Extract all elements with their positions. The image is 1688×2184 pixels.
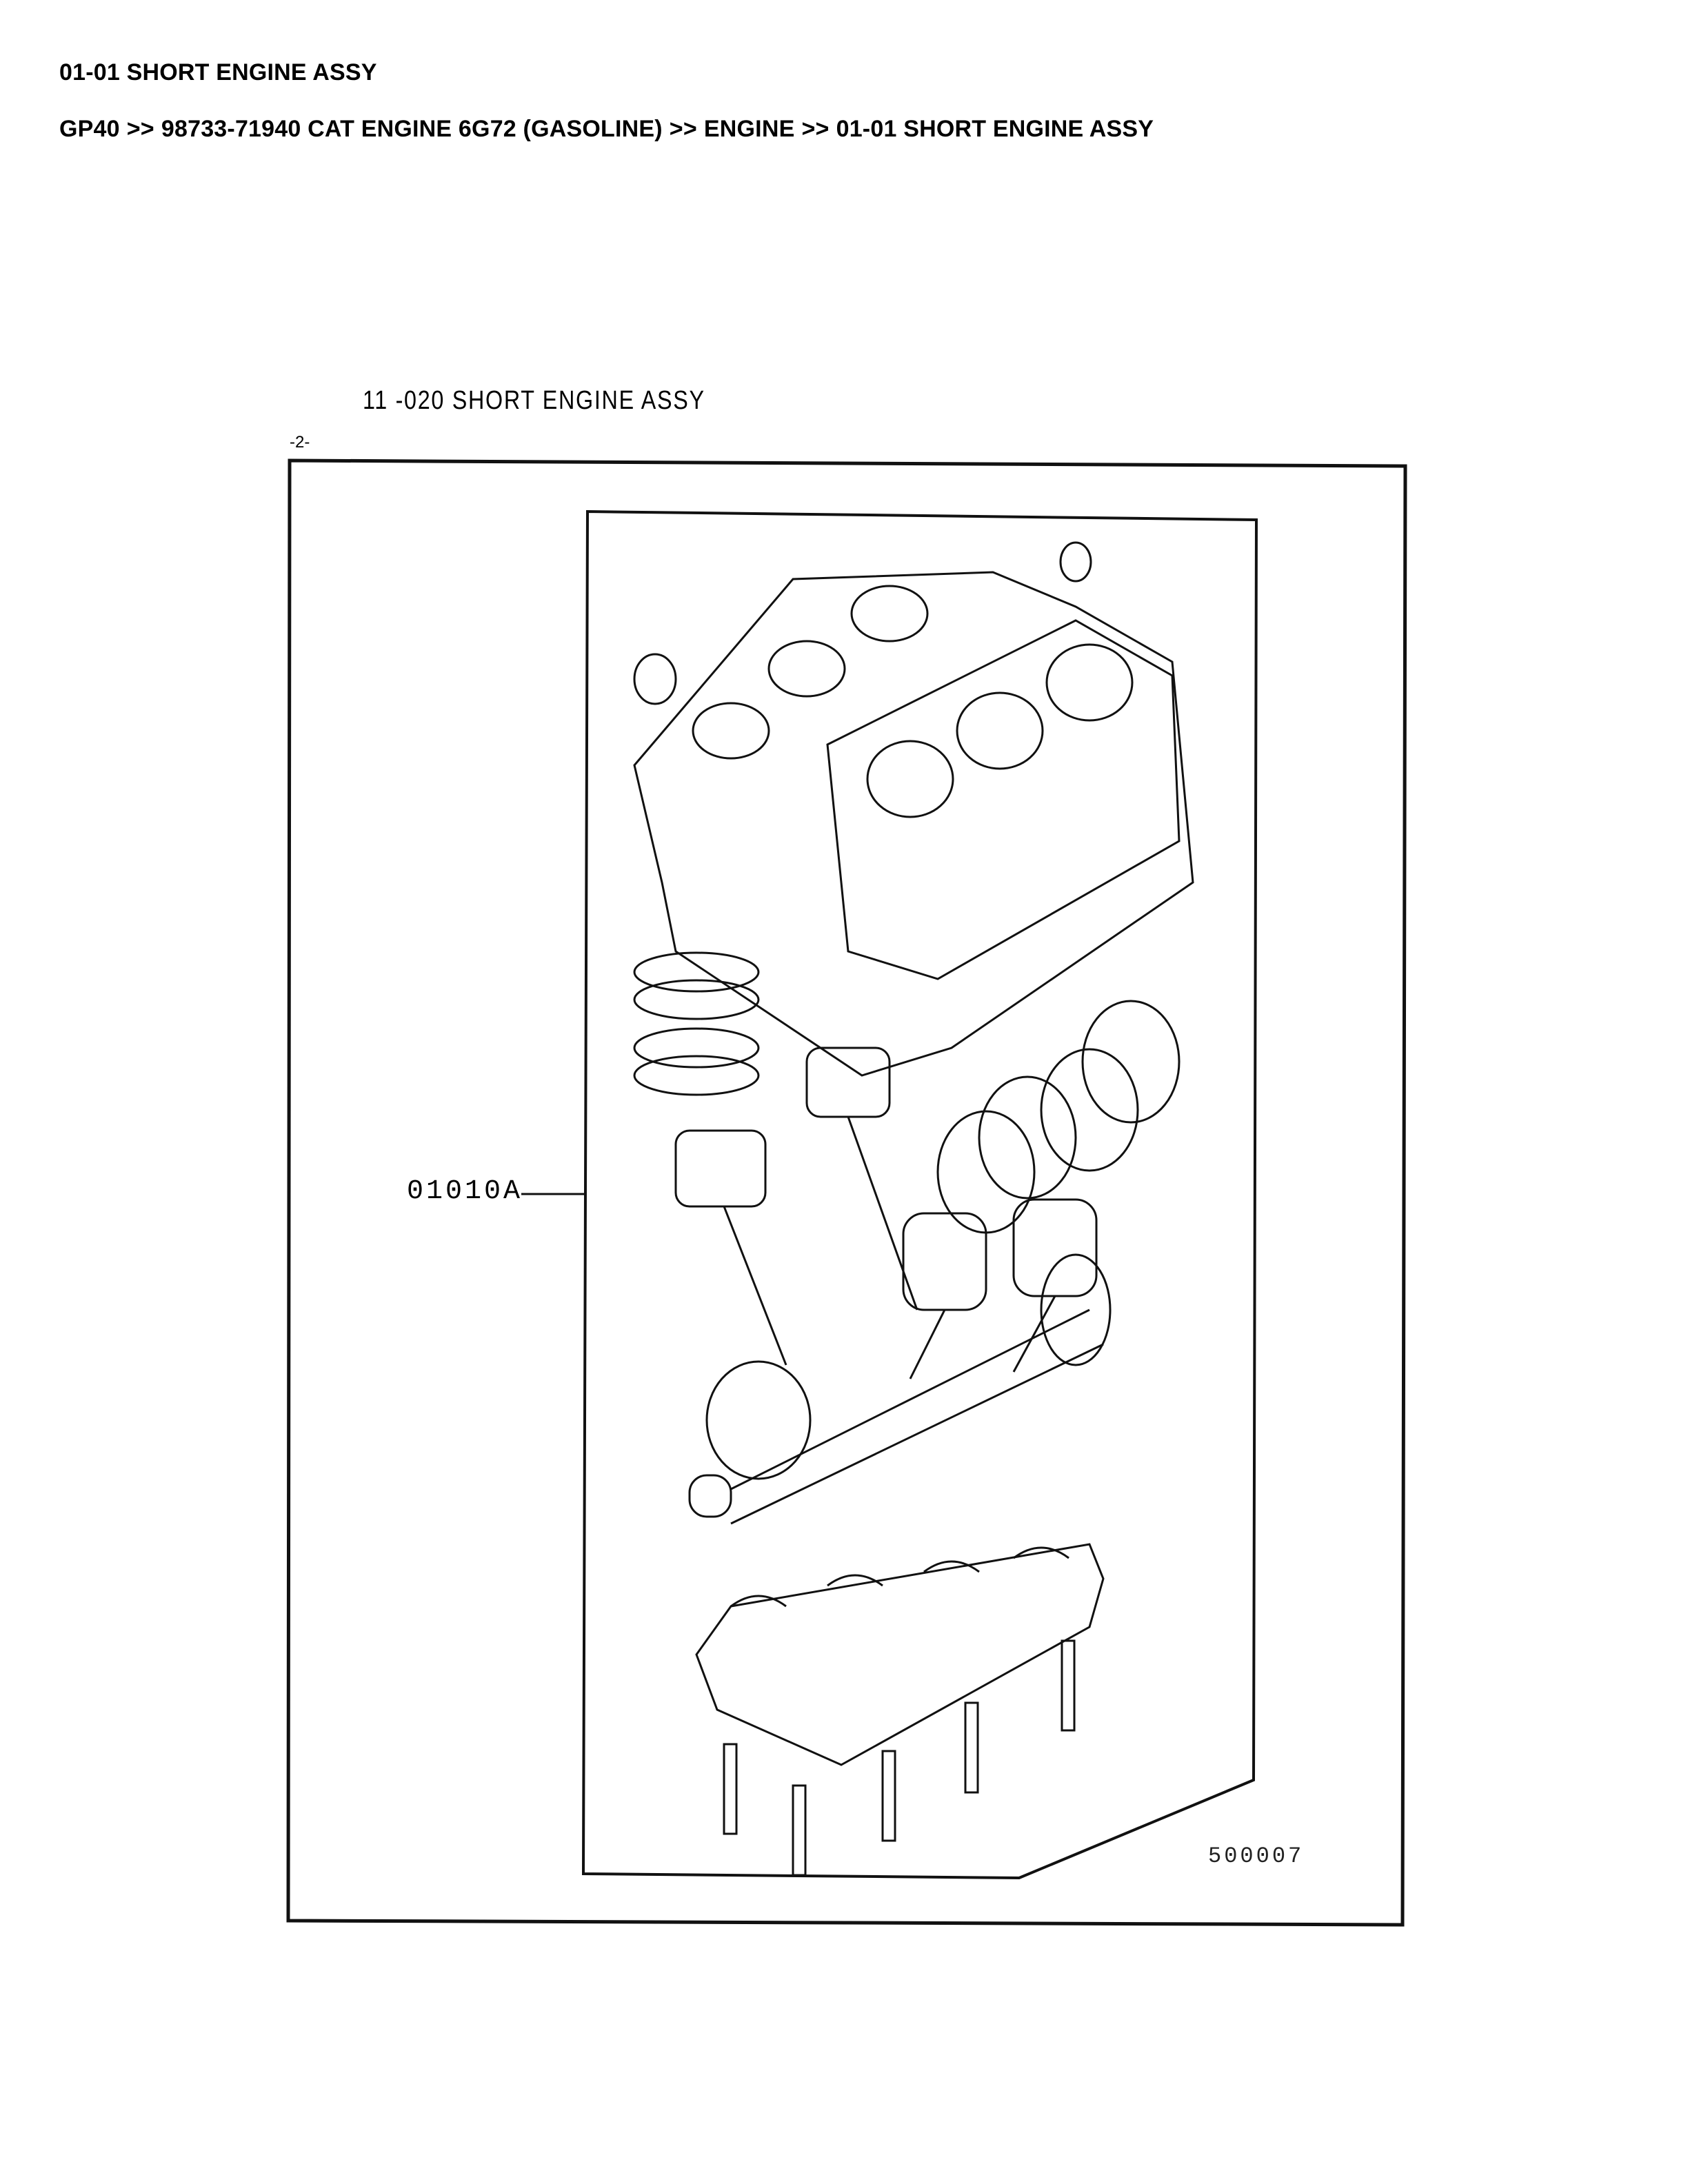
- outer-frame: [286, 458, 1407, 1927]
- page-mark: -2-: [290, 433, 310, 452]
- breadcrumb-separator: >>: [669, 116, 697, 142]
- figure-number: 500007: [1208, 1843, 1305, 1869]
- breadcrumb: GP40>>98733-71940 CAT ENGINE 6G72 (GASOL…: [59, 116, 1154, 143]
- breadcrumb-item: 01-01 SHORT ENGINE ASSY: [836, 116, 1154, 142]
- breadcrumb-separator: >>: [801, 116, 830, 142]
- breadcrumb-item[interactable]: ENGINE: [703, 116, 795, 142]
- page-title: 01-01 SHORT ENGINE ASSY: [59, 59, 377, 85]
- diagram-title: 11 -020 SHORT ENGINE ASSY: [363, 386, 705, 415]
- breadcrumb-separator: >>: [126, 116, 154, 142]
- pistons-and-rods: [674, 1046, 1098, 1379]
- inner-frame: [581, 509, 1258, 1880]
- part-callout-label[interactable]: 01010A: [407, 1176, 523, 1207]
- cylinder-block: [633, 541, 1194, 1077]
- breadcrumb-item[interactable]: GP40: [59, 116, 120, 142]
- bolts: [723, 1639, 1076, 1877]
- piston-rings: [633, 951, 1180, 1234]
- crankshaft: [688, 1253, 1112, 1525]
- bearing-cap-beam: [695, 1543, 1105, 1766]
- breadcrumb-item[interactable]: 98733-71940 CAT ENGINE 6G72 (GASOLINE): [161, 116, 663, 142]
